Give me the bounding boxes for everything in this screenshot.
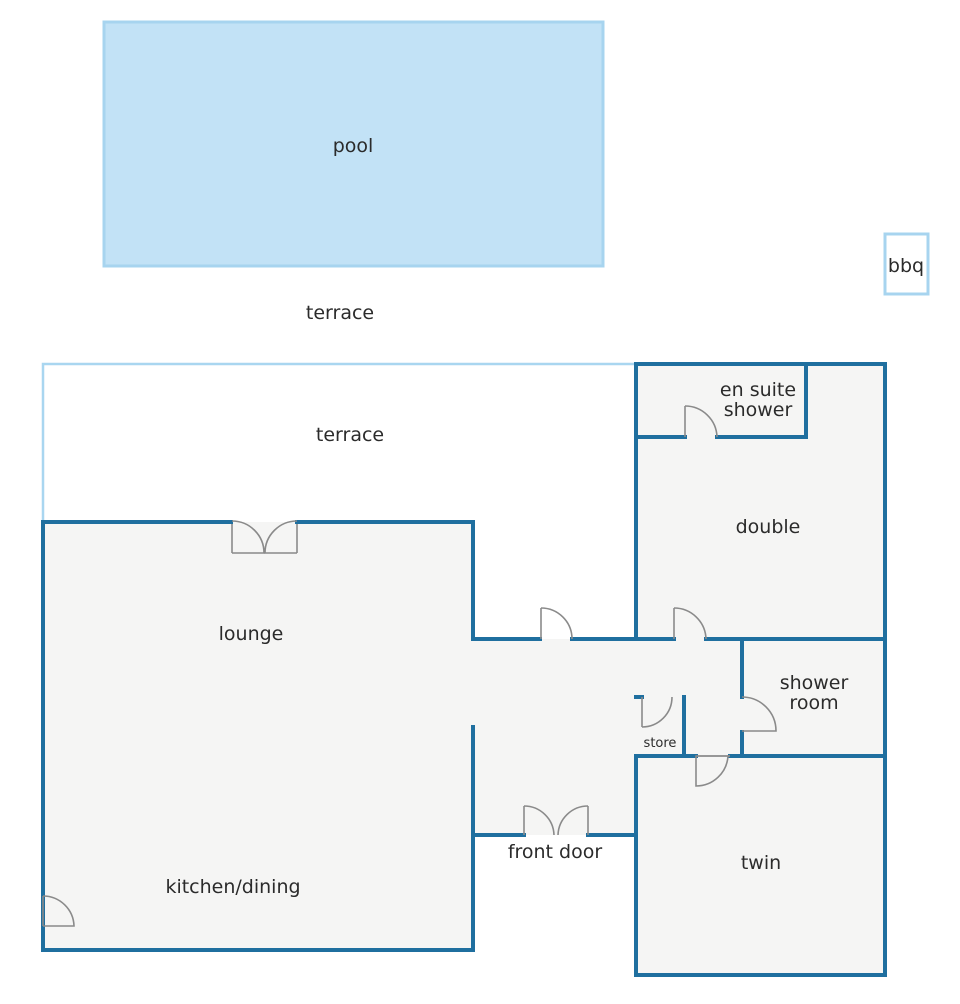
lounge-label: lounge <box>219 623 284 645</box>
hall-terrace-door <box>540 607 573 640</box>
floor-fills <box>43 364 885 975</box>
en-suite-door <box>684 405 718 438</box>
pool-label: pool <box>333 135 374 157</box>
twin-bedroom-door <box>695 755 730 787</box>
terrace-outer-label: terrace <box>306 302 374 324</box>
store-door <box>641 696 673 728</box>
en-suite-label-line1: en suite <box>720 379 796 401</box>
en-suite-label-line2: shower <box>724 399 793 421</box>
kitchen-dining-label: kitchen/dining <box>165 876 300 898</box>
double-bedroom-door <box>673 607 707 640</box>
terrace-outline <box>41 362 636 522</box>
double-label: double <box>736 516 801 538</box>
bbq-label: bbq <box>888 255 924 277</box>
bbq <box>883 232 930 296</box>
terrace-inner-label: terrace <box>316 424 384 446</box>
store-label: store <box>644 736 677 751</box>
shower-room-door <box>741 696 777 732</box>
shower-room-label-line1: shower <box>780 672 849 694</box>
kitchen-door <box>42 895 75 927</box>
front-door <box>523 805 589 836</box>
doors <box>42 405 777 927</box>
pool <box>102 20 605 268</box>
lounge-terrace-door <box>231 520 298 554</box>
walls <box>41 362 887 977</box>
front-door-label: front door <box>508 841 603 863</box>
twin-label: twin <box>741 852 781 874</box>
shower-room-label-line2: room <box>789 692 838 714</box>
